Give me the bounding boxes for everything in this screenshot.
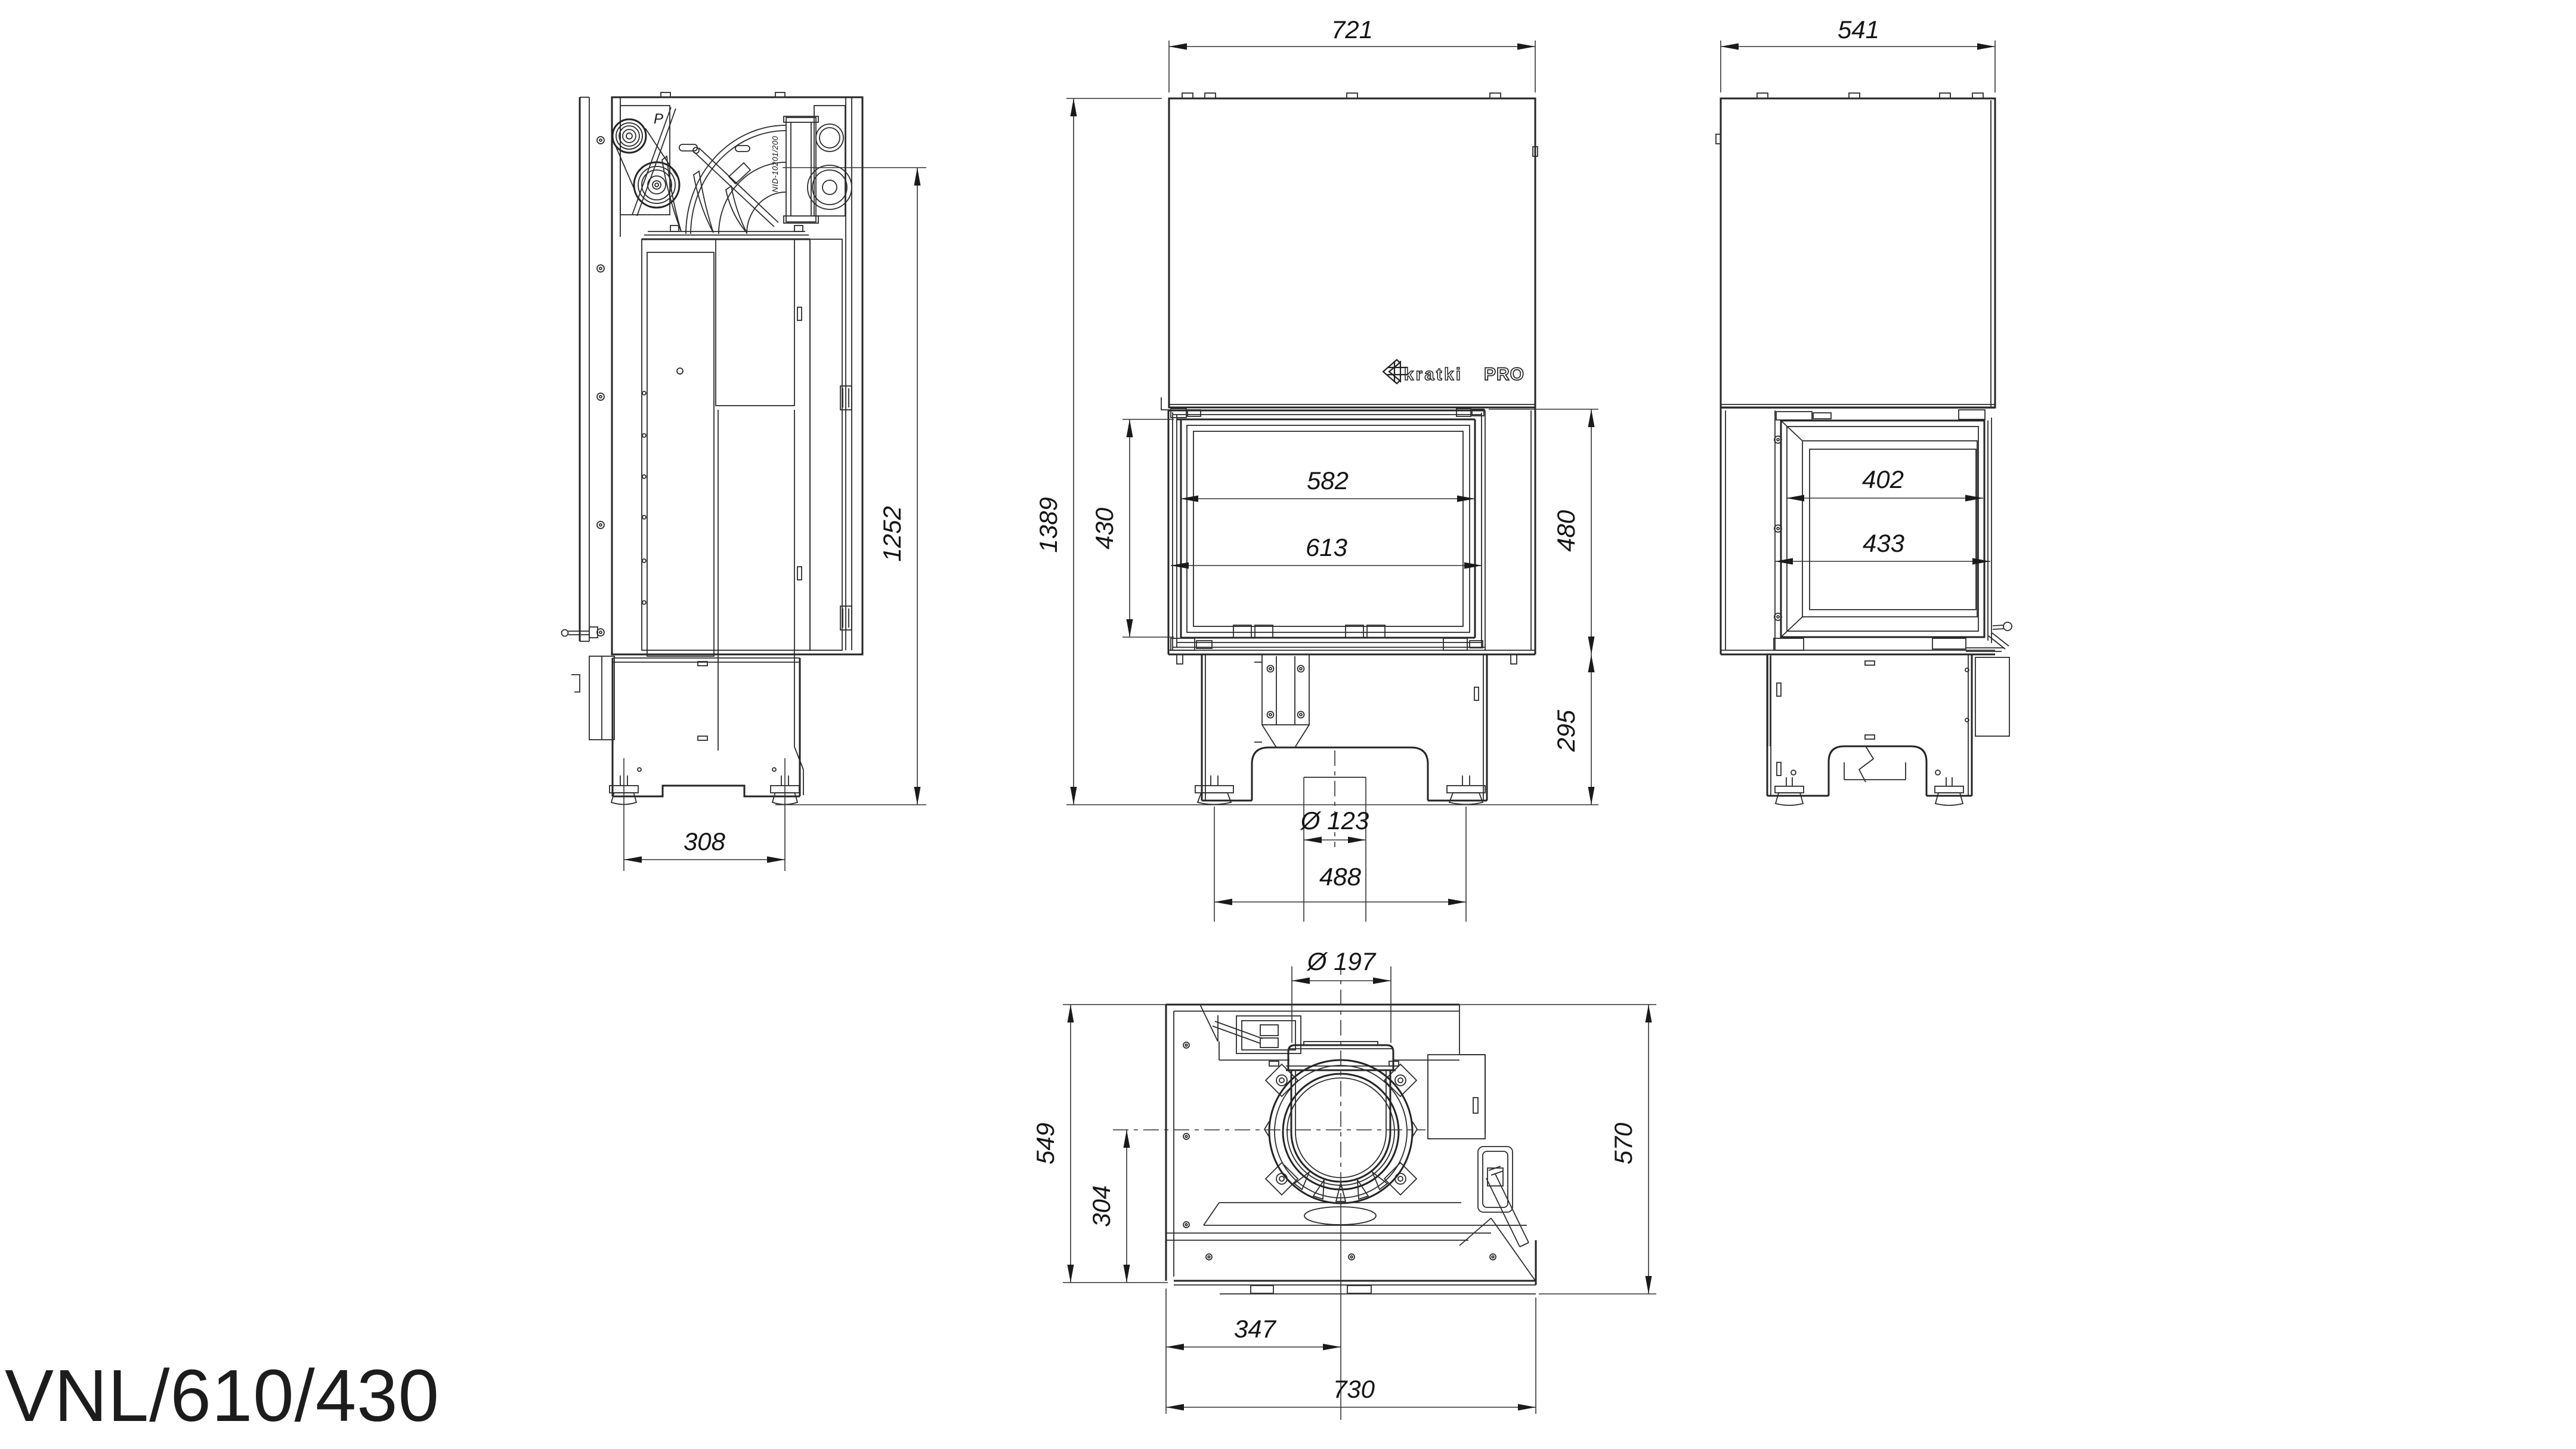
svg-text:488: 488 xyxy=(1319,863,1362,891)
svg-text:430: 430 xyxy=(1090,507,1118,549)
svg-text:433: 433 xyxy=(1863,529,1904,557)
svg-text:570: 570 xyxy=(1609,1122,1637,1164)
svg-text:480: 480 xyxy=(1552,509,1580,552)
svg-text:1389: 1389 xyxy=(1034,497,1062,552)
svg-text:613: 613 xyxy=(1306,533,1347,561)
svg-text:304: 304 xyxy=(1087,1185,1115,1227)
svg-text:VNL/610/430: VNL/610/430 xyxy=(5,1355,440,1437)
svg-text:730: 730 xyxy=(1333,1375,1375,1403)
svg-text:295: 295 xyxy=(1552,709,1580,752)
svg-text:1252: 1252 xyxy=(878,506,906,561)
svg-text:NID-10201/200: NID-10201/200 xyxy=(771,135,780,192)
svg-text:PRO: PRO xyxy=(1484,364,1524,384)
svg-text:Ø 123: Ø 123 xyxy=(1300,807,1369,835)
svg-text:Ø 197: Ø 197 xyxy=(1306,947,1377,975)
svg-text:721: 721 xyxy=(1331,16,1373,44)
svg-text:308: 308 xyxy=(684,827,726,855)
svg-text:347: 347 xyxy=(1234,1315,1277,1343)
svg-text:549: 549 xyxy=(1031,1123,1059,1164)
svg-text:kratki: kratki xyxy=(1404,365,1462,384)
svg-text:582: 582 xyxy=(1307,466,1349,495)
svg-text:541: 541 xyxy=(1838,16,1879,44)
svg-text:402: 402 xyxy=(1862,465,1904,493)
svg-text:P: P xyxy=(654,111,663,127)
